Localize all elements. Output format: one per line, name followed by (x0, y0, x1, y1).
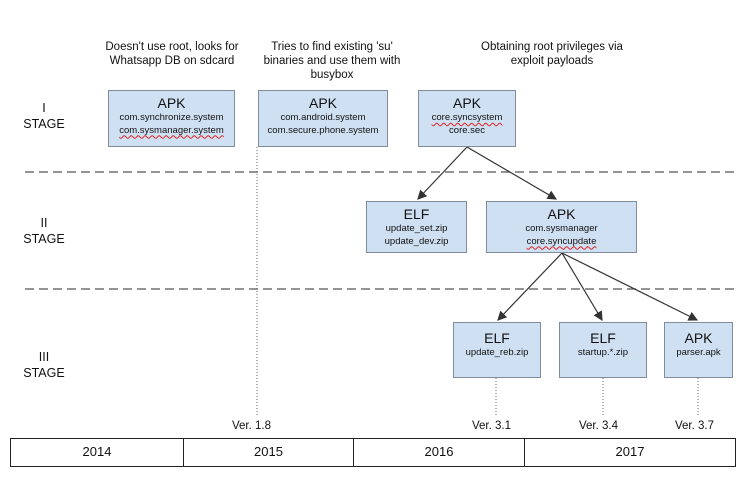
apk-box-stage1-a: APK com.synchronize.system com.sysmanage… (108, 90, 235, 147)
elf-box-stage3-b: ELF startup.*.zip (559, 322, 647, 378)
arrow-apk4-apk5 (561, 252, 699, 321)
arrow-apk3-elf1 (417, 146, 468, 200)
elf-box-stage3-a: ELF update_reb.zip (453, 322, 541, 378)
year-2015: 2015 (184, 439, 354, 466)
apk-box-stage3: APK parser.apk (664, 322, 733, 378)
arrow-apk4-elf2 (497, 252, 563, 321)
year-2017: 2017 (615, 444, 645, 459)
apk-box-stage1-b: APK com.android.system com.secure.phone.… (258, 90, 388, 147)
arrow-apk4-elf3 (561, 252, 603, 322)
version-label-1-8: Ver. 1.8 (232, 420, 272, 432)
version-label-3-7: Ver. 3.7 (675, 420, 715, 432)
version-label-3-1: Ver. 3.1 (472, 420, 512, 432)
note-existing-su: Tries to find existing 'su' binaries and… (263, 41, 401, 81)
arrow-apk3-apk4 (466, 146, 558, 200)
version-label-3-4: Ver. 3.4 (579, 420, 619, 432)
note-no-root: Doesn't use root, looks for Whatsapp DB … (105, 41, 239, 67)
note-root-exploit: Obtaining root privileges via exploit pa… (481, 41, 623, 67)
year-timeline: 2014 2015 2016 2017 (10, 438, 736, 467)
year-2014: 2014 (11, 439, 184, 466)
apk-box-stage2: APK com.sysmanager core.syncupdate (486, 201, 637, 253)
apk-box-stage1-c: APK core.syncsystem core.sec (418, 90, 516, 147)
year-2016: 2016 (354, 439, 525, 466)
elf-box-stage2: ELF update_set.zip update_dev.zip (366, 201, 467, 253)
